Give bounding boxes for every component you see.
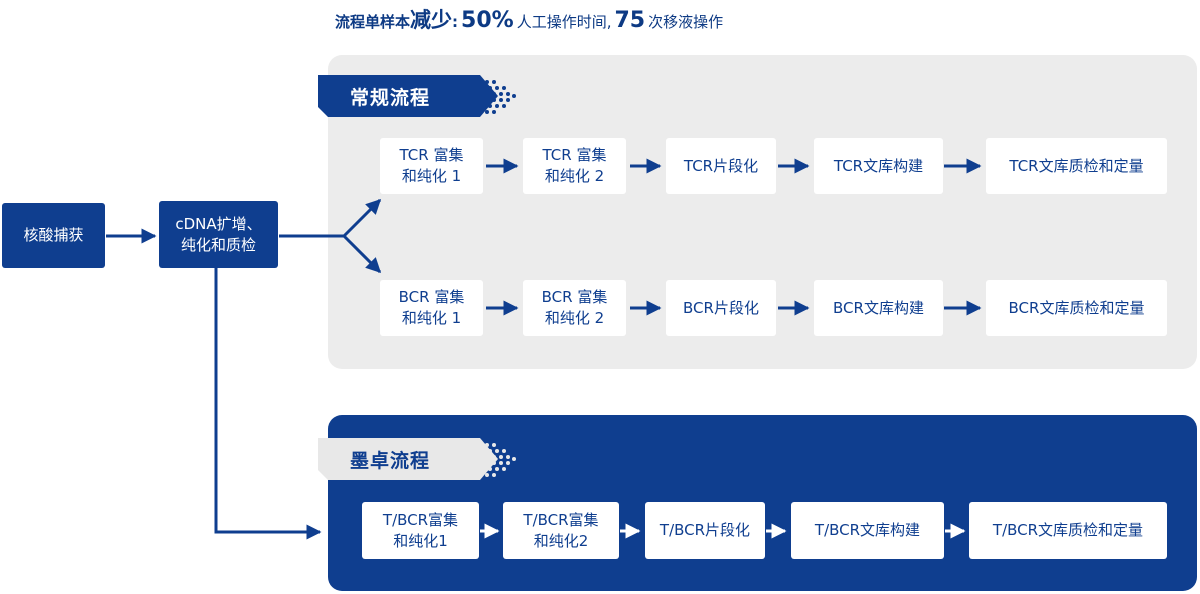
node-tbcr-library-construction: T/BCR文库构建	[791, 502, 944, 559]
node-tbcr-library-qc: T/BCR文库质检和定量	[969, 502, 1167, 559]
node-tcr-library-qc: TCR文库质检和定量	[986, 138, 1167, 194]
headline-part4: 次移液操作	[648, 13, 724, 31]
headline-part3: 人工操作时间,	[516, 13, 612, 31]
regular-banner-shape	[318, 75, 498, 117]
mozhuo-process-title: 墨卓流程	[350, 450, 431, 472]
mozhuo-banner-dots-icon	[485, 443, 516, 477]
node-tcr-enrich-2: TCR 富集 和纯化 2	[523, 138, 626, 194]
headline-separator: :	[452, 13, 459, 31]
headline-number-1: 50%	[461, 8, 514, 33]
node-bcr-library-construction: BCR文库构建	[814, 280, 943, 336]
node-nucleic-acid-capture: 核酸捕获	[2, 203, 105, 268]
headline-part1: 流程单样本	[335, 13, 411, 31]
headline: 流程单样本 减少 : 50% 人工操作时间, 75 次移液操作	[335, 4, 723, 36]
node-bcr-enrich-1: BCR 富集 和纯化 1	[380, 280, 483, 336]
headline-number-2: 75	[614, 8, 646, 33]
node-bcr-library-qc: BCR文库质检和定量	[986, 280, 1167, 336]
node-tcr-enrich-1: TCR 富集 和纯化 1	[380, 138, 483, 194]
regular-banner-dots-icon	[485, 80, 516, 114]
node-cdna-amplification: cDNA扩增、 纯化和质检	[159, 201, 278, 268]
node-tcr-library-construction: TCR文库构建	[814, 138, 943, 194]
regular-process-title: 常规流程	[350, 87, 431, 109]
node-tbcr-enrich-2: T/BCR富集 和纯化2	[503, 502, 619, 559]
node-bcr-enrich-2: BCR 富集 和纯化 2	[523, 280, 626, 336]
node-tcr-fragmentation: TCR片段化	[666, 138, 776, 194]
node-bcr-fragmentation: BCR片段化	[666, 280, 776, 336]
headline-emphasis: 减少	[410, 8, 453, 32]
node-tbcr-enrich-1: T/BCR富集 和纯化1	[362, 502, 479, 559]
mozhuo-banner-shape	[318, 438, 498, 480]
node-tbcr-fragmentation: T/BCR片段化	[645, 502, 765, 559]
